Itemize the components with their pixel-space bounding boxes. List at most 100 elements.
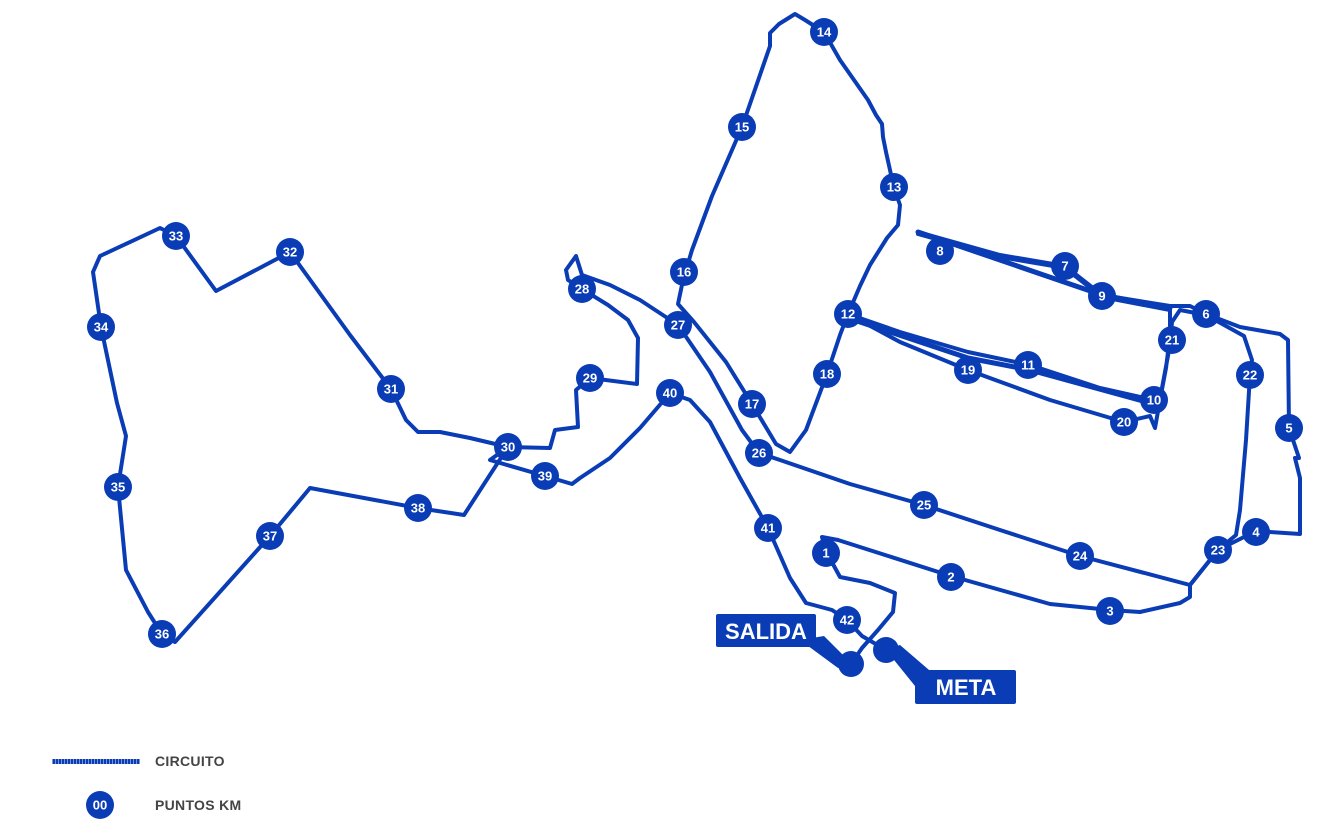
km-marker-label: 7 xyxy=(1061,259,1068,274)
route-segment xyxy=(676,12,1254,587)
km-marker-label: 42 xyxy=(840,613,854,628)
circuit-legend-label: CIRCUITO xyxy=(155,753,225,769)
km-marker: 20 xyxy=(1110,408,1138,436)
km-marker: 19 xyxy=(954,356,982,384)
km-marker-label: 27 xyxy=(671,318,685,333)
km-marker-label: 4 xyxy=(1252,525,1260,540)
km-marker-circle xyxy=(937,563,965,591)
km-marker-label: 33 xyxy=(169,229,183,244)
km-marker-label: 40 xyxy=(663,386,677,401)
start-callout: SALIDA xyxy=(716,614,864,677)
route-segment-overlap xyxy=(845,315,1157,407)
km-marker-circle xyxy=(256,522,284,550)
km-marker-label: 3 xyxy=(1106,604,1113,619)
km-marker: 16 xyxy=(670,258,698,286)
km-marker-label: 31 xyxy=(384,382,398,397)
km-point-sample-label: 00 xyxy=(93,798,107,813)
km-marker-circle xyxy=(87,313,115,341)
km-marker-label: 41 xyxy=(761,521,775,536)
km-marker: 36 xyxy=(148,620,176,648)
km-marker-circle xyxy=(745,439,773,467)
km-marker-label: 12 xyxy=(841,307,855,322)
km-marker-circle xyxy=(810,18,838,46)
km-marker-circle xyxy=(494,433,522,461)
km-marker-label: 22 xyxy=(1243,368,1257,383)
km-marker: 21 xyxy=(1158,326,1186,354)
km-marker-label: 21 xyxy=(1165,333,1179,348)
km-marker: 11 xyxy=(1014,351,1042,379)
km-marker-label: 17 xyxy=(745,397,759,412)
km-marker-circle xyxy=(162,222,190,250)
km-marker: 15 xyxy=(728,113,756,141)
km-marker-label: 11 xyxy=(1021,358,1035,373)
circuit-line-sample xyxy=(52,759,140,764)
km-marker-label: 32 xyxy=(283,245,297,260)
km-marker-label: 15 xyxy=(735,120,749,135)
km-marker-circle xyxy=(738,390,766,418)
km-marker: 10 xyxy=(1140,386,1168,414)
km-marker-label: 5 xyxy=(1285,421,1292,436)
km-marker-circle xyxy=(1242,518,1270,546)
km-marker: 34 xyxy=(87,313,115,341)
km-marker: 4 xyxy=(1242,518,1270,546)
start-callout-box xyxy=(716,614,816,647)
km-marker: 29 xyxy=(576,364,604,392)
km-marker-circle xyxy=(1192,300,1220,328)
km-marker-circle xyxy=(1275,414,1303,442)
km-marker-circle xyxy=(754,514,782,542)
km-marker: 31 xyxy=(377,375,405,403)
legend: CIRCUITO 00 PUNTOS KM xyxy=(52,753,241,819)
km-marker-label: 19 xyxy=(961,363,975,378)
km-marker-label: 30 xyxy=(501,440,515,455)
km-marker-label: 38 xyxy=(411,501,425,516)
start-label: SALIDA xyxy=(725,619,807,644)
km-marker-circle xyxy=(926,237,954,265)
km-marker-circle xyxy=(954,356,982,384)
legend-km-points: 00 PUNTOS KM xyxy=(86,791,241,819)
km-marker-circle xyxy=(1110,408,1138,436)
km-marker-circle xyxy=(1066,542,1094,570)
km-marker-circle xyxy=(1204,536,1232,564)
km-marker-circle xyxy=(656,379,684,407)
km-marker: 7 xyxy=(1051,252,1079,280)
km-marker: 14 xyxy=(810,18,838,46)
finish-point xyxy=(873,637,899,663)
km-marker: 13 xyxy=(880,173,908,201)
km-marker: 5 xyxy=(1275,414,1303,442)
route-segment xyxy=(820,230,1302,666)
km-marker-circle xyxy=(813,360,841,388)
km-marker-circle xyxy=(1236,361,1264,389)
km-marker-circle xyxy=(834,300,862,328)
km-marker-label: 20 xyxy=(1117,415,1131,430)
km-marker-circle xyxy=(1158,326,1186,354)
km-marker-label: 28 xyxy=(575,282,589,297)
km-marker-circle xyxy=(531,462,559,490)
km-marker: 32 xyxy=(276,238,304,266)
finish-label: META xyxy=(936,675,997,700)
km-marker: 1 xyxy=(812,539,840,567)
km-points-legend-label: PUNTOS KM xyxy=(155,797,241,813)
km-marker-circle xyxy=(568,275,596,303)
route-segment-overlap xyxy=(915,229,1173,311)
km-marker-circle xyxy=(276,238,304,266)
km-marker-label: 14 xyxy=(817,25,832,40)
legend-circuit: CIRCUITO xyxy=(52,753,225,769)
km-marker: 41 xyxy=(754,514,782,542)
km-marker-label: 6 xyxy=(1202,307,1209,322)
km-marker-circle xyxy=(576,364,604,392)
km-marker: 35 xyxy=(104,473,132,501)
start-finish-callouts: SALIDA META xyxy=(716,614,1016,704)
km-marker-label: 10 xyxy=(1147,393,1161,408)
km-marker-label: 29 xyxy=(583,371,597,386)
km-marker: 37 xyxy=(256,522,284,550)
km-marker: 18 xyxy=(813,360,841,388)
km-marker-circle xyxy=(670,258,698,286)
km-marker-circle xyxy=(404,494,432,522)
finish-callout-box xyxy=(915,670,1016,704)
km-marker-label: 25 xyxy=(917,498,931,513)
km-marker: 33 xyxy=(162,222,190,250)
km-marker-circle xyxy=(728,113,756,141)
km-marker-label: 23 xyxy=(1211,543,1225,558)
